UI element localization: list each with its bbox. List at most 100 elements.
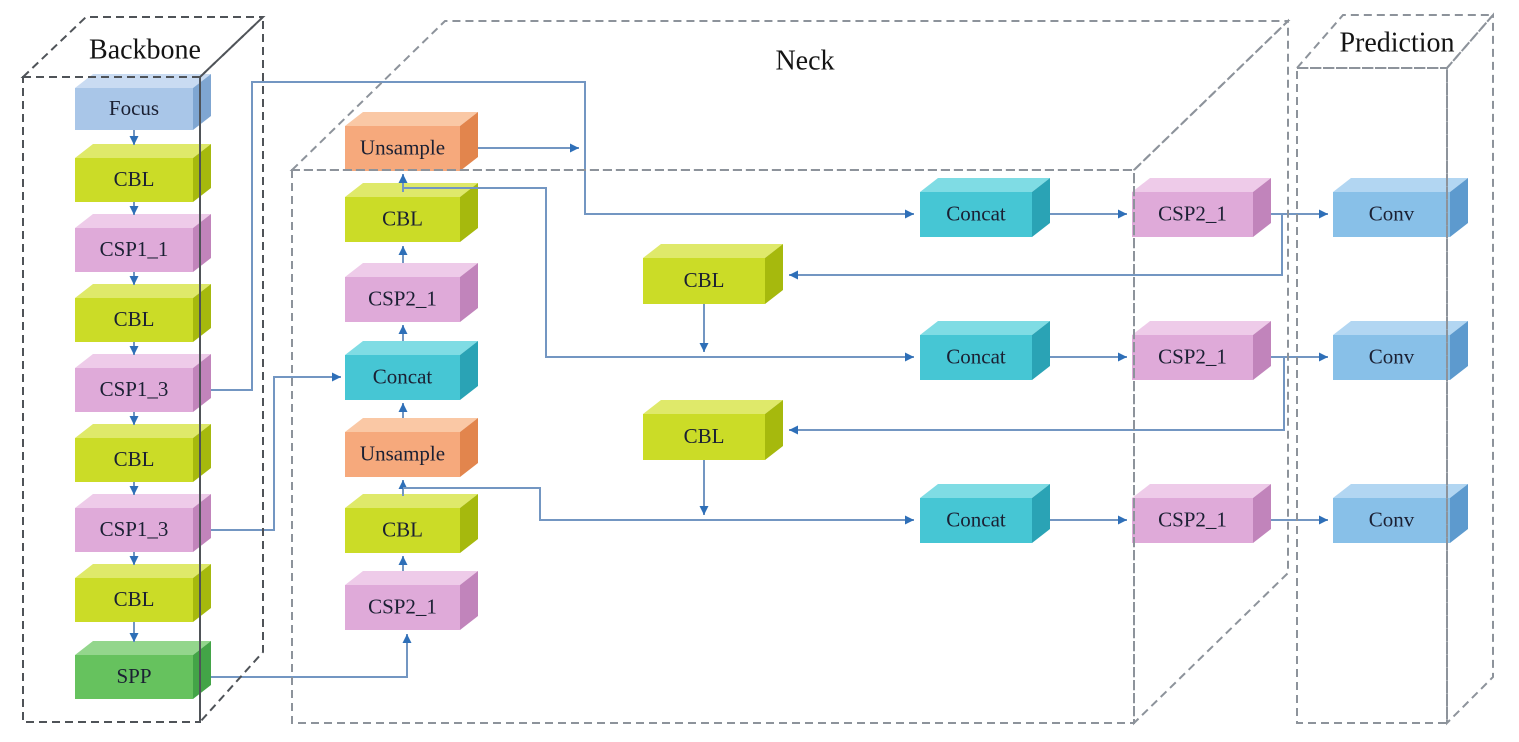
block-conv-3-side-face <box>1450 484 1468 543</box>
block-csp2-r3: CSP2_1 <box>1132 484 1271 543</box>
section-backbone: Backbone <box>20 14 266 725</box>
edge-cbl-m2-to-unsample2-arrowhead <box>398 480 408 489</box>
edge-unsample2-to-concatm <box>398 403 408 418</box>
edge-csp2r2-to-cbl-n2-line <box>789 357 1285 431</box>
block-cbl-b3-label: CBL <box>114 447 155 471</box>
block-cbl-m2: CBL <box>345 494 478 553</box>
edge-csp2r3-to-conv3 <box>1271 515 1328 525</box>
edge-csp2r1-to-cbl-n1-arrowhead <box>789 270 798 280</box>
edge-csp1-3b-to-concatm-arrowhead <box>332 372 341 382</box>
block-unsample-2: Unsample <box>345 418 478 477</box>
block-csp1-1-side-face <box>193 214 211 272</box>
block-cbl-b2-top-face <box>75 284 211 298</box>
block-csp2-m2-label: CSP2_1 <box>368 594 437 618</box>
block-csp1-3b: CSP1_3 <box>75 494 211 552</box>
edge-cbl-m2-branch-to-concat3 <box>403 487 914 525</box>
edge-csp2r3-to-conv3-arrowhead <box>1319 515 1328 525</box>
edge-cbl-to-csp1-3b <box>129 482 139 495</box>
edge-unsample2-to-concatm-arrowhead <box>398 403 408 412</box>
section-prediction: Prediction <box>1294 12 1496 726</box>
edge-csp2r1-to-cbl-n1-line <box>789 214 1283 276</box>
block-unsample-2-top-face <box>345 418 478 432</box>
edge-concat1-to-csp2r1-arrowhead <box>1118 209 1127 219</box>
block-spp-label: SPP <box>116 664 151 688</box>
edge-csp2-m1-to-cbl-m1-arrowhead <box>398 246 408 255</box>
block-cbl-m1-side-face <box>460 183 478 242</box>
block-csp2-r3-label: CSP2_1 <box>1158 507 1227 531</box>
block-spp: SPP <box>75 641 211 699</box>
section-neck-label: Neck <box>775 45 834 76</box>
block-conv-2-label: Conv <box>1369 344 1415 368</box>
edge-csp1-1-to-cbl-arrowhead <box>129 276 139 285</box>
edge-csp2r2-to-cbl-n2-arrowhead <box>789 425 798 435</box>
block-csp1-3a-front-face <box>75 368 193 412</box>
block-focus: Focus <box>75 74 211 130</box>
block-cbl-b2-label: CBL <box>114 307 155 331</box>
block-cbl-m2-side-face <box>460 494 478 553</box>
block-csp2-r2-front-face <box>1132 335 1253 380</box>
section-neck: Neck <box>289 18 1291 726</box>
block-csp2-r3-top-face <box>1132 484 1271 498</box>
edge-csp2-m2-to-cbl-m2-arrowhead <box>398 556 408 565</box>
edge-concat1-to-csp2r1 <box>1050 209 1127 219</box>
edge-cbl-to-csp1-1-arrowhead <box>129 206 139 215</box>
edge-cbl-m1-branch-to-concat2-arrowhead <box>905 352 914 362</box>
section-backbone-label: Backbone <box>89 34 201 65</box>
block-csp2-m1-side-face <box>460 263 478 322</box>
block-cbl-n2-top-face <box>643 400 783 414</box>
block-concat-1-side-face <box>1032 178 1050 237</box>
section-prediction-top-face <box>1294 14 1496 69</box>
block-cbl-b4-label: CBL <box>114 587 155 611</box>
block-csp1-1-top-face <box>75 214 211 228</box>
edge-csp2r1-to-conv1 <box>1271 209 1328 219</box>
block-unsample-1-label: Unsample <box>360 135 445 159</box>
block-concat-3: Concat <box>920 484 1050 543</box>
edge-cbl-n2-down <box>699 460 709 515</box>
block-concat-1: Concat <box>920 178 1050 237</box>
block-csp1-3b-front-face <box>75 508 193 552</box>
block-csp2-m2-front-face <box>345 585 460 630</box>
block-conv-1-side-face <box>1450 178 1468 237</box>
block-csp1-1-front-face <box>75 228 193 272</box>
block-csp1-1: CSP1_1 <box>75 214 211 272</box>
block-cbl-b2: CBL <box>75 284 211 342</box>
block-csp2-r2: CSP2_1 <box>1132 321 1271 380</box>
block-concat-m-front-face <box>345 355 460 400</box>
edge-cbl-m2-branch-to-concat3-line <box>403 487 914 521</box>
block-unsample-1-front-face <box>345 126 460 171</box>
block-cbl-n1-side-face <box>765 244 783 304</box>
edge-csp2r2-to-conv2-arrowhead <box>1319 352 1328 362</box>
edge-unsample1-out-arrowhead <box>570 143 579 153</box>
edge-cbl-n1-down <box>699 304 709 352</box>
block-csp2-r2-label: CSP2_1 <box>1158 344 1227 368</box>
block-cbl-b1-front-face <box>75 158 193 202</box>
block-cbl-b2-side-face <box>193 284 211 342</box>
block-cbl-n2-label: CBL <box>684 424 725 448</box>
block-csp1-3a: CSP1_3 <box>75 354 211 412</box>
block-concat-2-top-face <box>920 321 1050 335</box>
section-backbone-front-face <box>22 76 201 723</box>
block-cbl-b4-side-face <box>193 564 211 622</box>
edge-csp1-3a-to-concat1 <box>211 81 914 391</box>
edge-concat3-to-csp2r3 <box>1050 515 1127 525</box>
edge-cbl-to-csp1-3a <box>129 342 139 355</box>
edge-concatm-to-csp2-m1-arrowhead <box>398 325 408 334</box>
edge-csp1-3b-to-cbl-arrowhead <box>129 556 139 565</box>
edge-cbl-to-csp1-3b-arrowhead <box>129 486 139 495</box>
block-cbl-b3-front-face <box>75 438 193 482</box>
block-csp2-m1-top-face <box>345 263 478 277</box>
block-cbl-n1-front-face <box>643 258 765 304</box>
edge-focus-to-cbl <box>129 130 139 145</box>
block-csp1-3b-top-face <box>75 494 211 508</box>
block-conv-3: Conv <box>1333 484 1468 543</box>
block-csp1-3a-label: CSP1_3 <box>100 377 169 401</box>
block-conv-2-front-face <box>1333 335 1450 380</box>
block-conv-3-label: Conv <box>1369 507 1415 531</box>
edge-cbl-m1-branch-to-concat2-line <box>403 187 914 358</box>
block-csp2-r2-side-face <box>1253 321 1271 380</box>
block-cbl-n2-side-face <box>765 400 783 460</box>
block-concat-2-side-face <box>1032 321 1050 380</box>
block-cbl-m2-front-face <box>345 508 460 553</box>
block-concat-2: Concat <box>920 321 1050 380</box>
